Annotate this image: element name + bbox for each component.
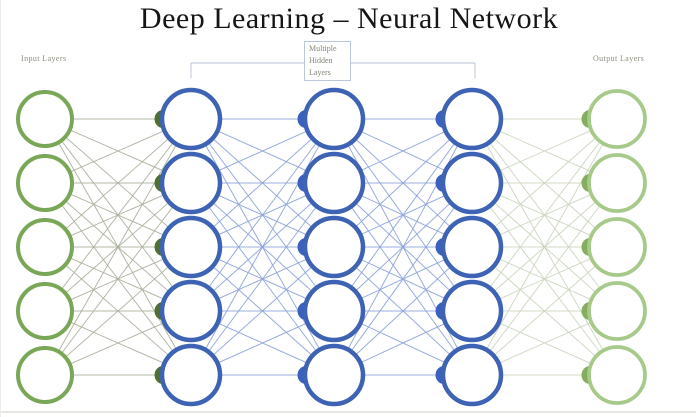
node-hidden-3-4 bbox=[440, 279, 504, 343]
page-title: Deep Learning – Neural Network bbox=[139, 2, 559, 35]
node-output-2 bbox=[587, 153, 647, 213]
node-hidden-1-1 bbox=[159, 87, 223, 151]
node-input-5 bbox=[16, 346, 74, 404]
node-hidden-2-2 bbox=[302, 151, 366, 215]
node-hidden-1-5 bbox=[159, 343, 223, 407]
edge-hidden-3-to-output bbox=[471, 182, 618, 376]
output-layers-label: Output Layers bbox=[593, 54, 645, 63]
edge-hidden-1-to-hidden-2 bbox=[190, 118, 335, 376]
node-hidden-2-3 bbox=[302, 215, 366, 279]
bottom-border-line bbox=[1, 411, 696, 413]
node-output-1 bbox=[587, 89, 647, 149]
node-output-3 bbox=[587, 217, 647, 277]
edge-input-to-hidden-1 bbox=[44, 182, 192, 376]
hidden-layers-label-box: Multiple Hidden Layers bbox=[304, 41, 351, 81]
edge-hidden-2-to-hidden-3 bbox=[333, 246, 473, 376]
node-input-2 bbox=[16, 154, 74, 212]
node-input-3 bbox=[16, 218, 74, 276]
hidden-label-line-2: Hidden bbox=[309, 56, 333, 65]
edge-hidden-2-to-hidden-3 bbox=[333, 182, 473, 376]
edge-input-to-hidden-1 bbox=[44, 246, 192, 376]
node-hidden-1-4 bbox=[159, 279, 223, 343]
node-hidden-2-4 bbox=[302, 279, 366, 343]
edge-input-to-hidden-1 bbox=[44, 118, 192, 312]
hidden-label-line-3: Layers bbox=[309, 68, 331, 77]
node-hidden-1-3 bbox=[159, 215, 223, 279]
edge-hidden-1-to-hidden-2 bbox=[190, 182, 335, 376]
node-hidden-2-1 bbox=[302, 87, 366, 151]
node-hidden-3-3 bbox=[440, 215, 504, 279]
hidden-label-line-1: Multiple bbox=[309, 44, 337, 53]
edge-hidden-1-to-hidden-2 bbox=[190, 118, 335, 248]
edge-hidden-3-to-output bbox=[471, 118, 618, 376]
edge-hidden-1-to-hidden-2 bbox=[190, 246, 335, 376]
node-input-4 bbox=[16, 282, 74, 340]
edge-input-to-hidden-1 bbox=[44, 118, 192, 248]
node-hidden-3-2 bbox=[440, 151, 504, 215]
node-hidden-3-5 bbox=[440, 343, 504, 407]
edge-hidden-3-to-output bbox=[471, 118, 618, 248]
node-hidden-2-5 bbox=[302, 343, 366, 407]
node-output-5 bbox=[587, 345, 647, 405]
edge-hidden-3-to-output bbox=[471, 118, 618, 312]
edge-hidden-2-to-hidden-3 bbox=[333, 118, 473, 376]
edge-hidden-2-to-hidden-3 bbox=[333, 118, 473, 312]
input-layers-label: Input Layers bbox=[21, 54, 67, 63]
edge-hidden-3-to-output bbox=[471, 246, 618, 376]
node-hidden-1-2 bbox=[159, 151, 223, 215]
edge-input-to-hidden-1 bbox=[44, 118, 192, 376]
edge-hidden-2-to-hidden-3 bbox=[333, 118, 473, 248]
edge-hidden-1-to-hidden-2 bbox=[190, 118, 335, 312]
node-input-1 bbox=[16, 90, 74, 148]
node-hidden-3-1 bbox=[440, 87, 504, 151]
node-output-4 bbox=[587, 281, 647, 341]
